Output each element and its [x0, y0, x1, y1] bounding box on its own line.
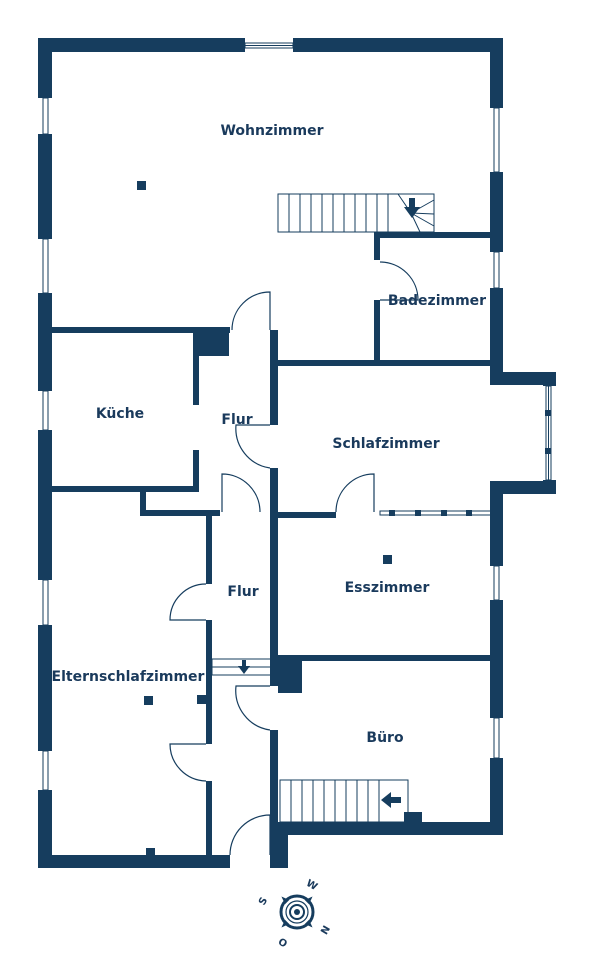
room-label-flur-lower: Flur — [227, 584, 259, 600]
room-label-badezimmer: Badezimmer — [387, 293, 487, 309]
stairs-lower — [279, 779, 409, 823]
room-label-flur-upper: Flur — [221, 412, 253, 428]
door-swings — [169, 261, 419, 856]
room-label-buero: Büro — [366, 730, 404, 746]
room-label-kueche: Küche — [95, 406, 145, 422]
room-label-wohnzimmer: Wohnzimmer — [220, 123, 324, 139]
compass-rose-icon — [279, 894, 315, 930]
room-label-elternschlafzimmer: Elternschlafzimmer — [51, 669, 205, 685]
room-label-esszimmer: Esszimmer — [344, 580, 430, 596]
windows — [42, 42, 552, 791]
room-label-schlafzimmer: Schlafzimmer — [332, 436, 440, 452]
stairs-arrow-hall — [238, 660, 250, 674]
stairs-arrow-lower — [381, 792, 401, 808]
walls — [38, 38, 556, 868]
stairs-arrow-upper — [404, 198, 420, 218]
window-mullions — [389, 410, 551, 516]
